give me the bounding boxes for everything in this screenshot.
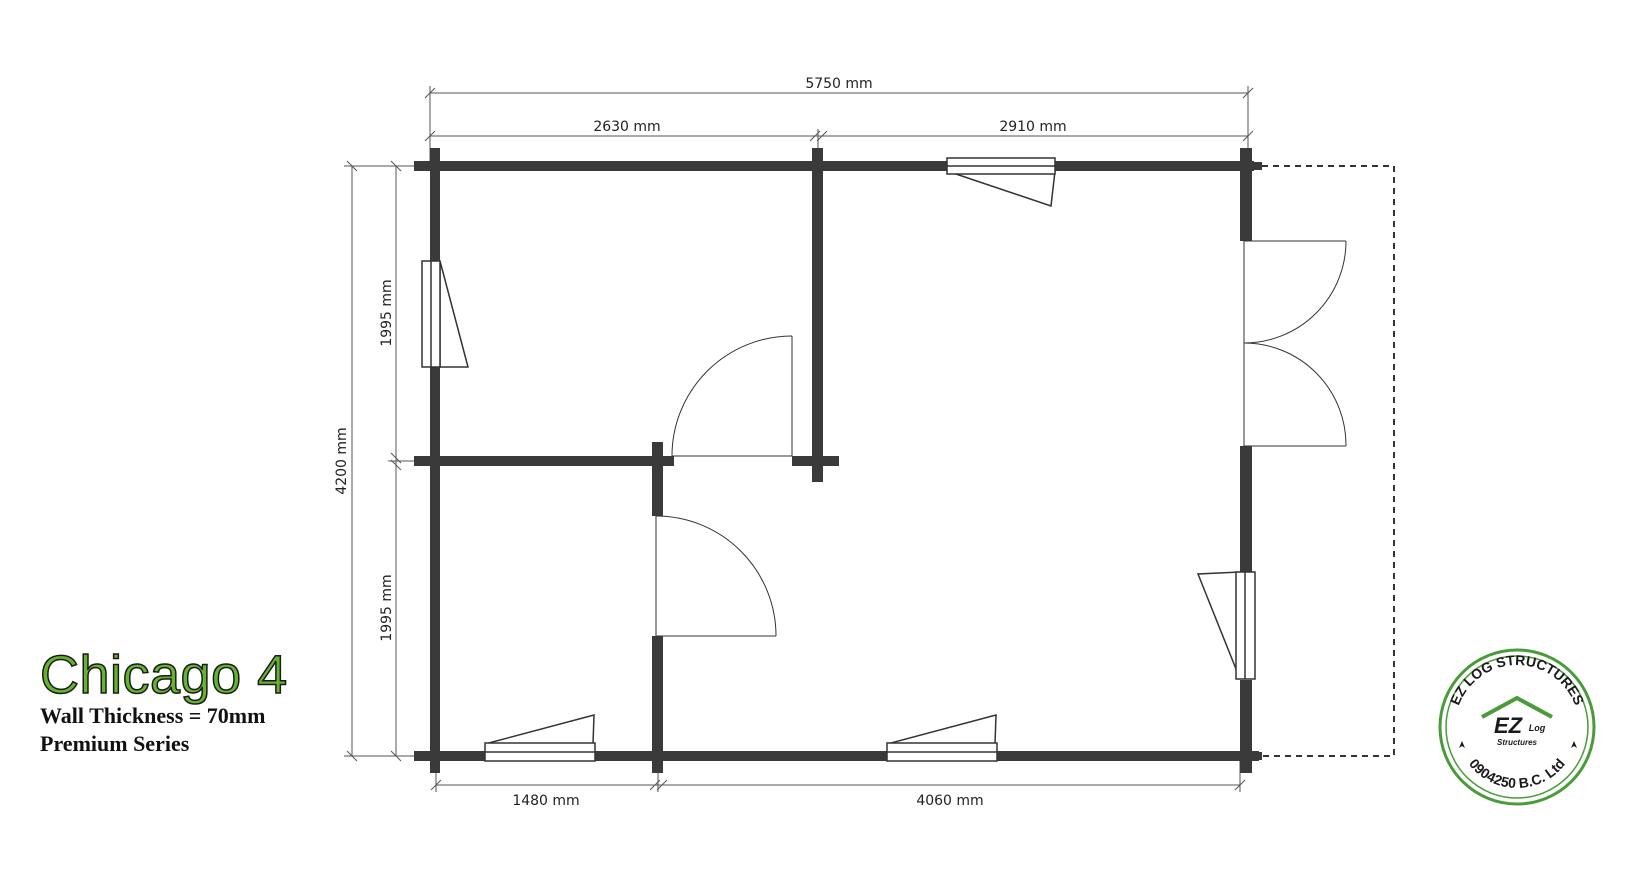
bottom-left-window-swing <box>484 714 595 745</box>
title-block: Chicago 4 Wall Thickness = 70mm Premium … <box>39 645 288 758</box>
logo-log: Log <box>1529 723 1546 733</box>
dimension-lines <box>344 86 1254 792</box>
wall-thickness-label: Wall Thickness = 70mm <box>40 703 266 728</box>
plan-title: Chicago 4 <box>39 645 288 705</box>
dim-overall-width: 5750 mm <box>805 76 872 92</box>
dim-bottom-left-width: 1480 mm <box>512 793 579 809</box>
dim-lower-room-depth: 1995 mm <box>379 574 395 641</box>
doors <box>655 240 1347 637</box>
bottom-right-window-swing <box>886 714 997 745</box>
maple-leaf-right-icon <box>1571 741 1577 748</box>
double-entry-doors <box>1243 240 1347 447</box>
dim-overall-depth: 4200 mm <box>334 427 350 494</box>
terrace-outline <box>1262 165 1395 757</box>
dim-room-right-width: 2910 mm <box>999 119 1066 135</box>
dim-room-left-width: 2630 mm <box>593 119 660 135</box>
logo-ez: EZ <box>1494 713 1524 738</box>
walls <box>414 148 1262 773</box>
lower-interior-door <box>655 515 777 637</box>
dim-bottom-right-width: 4060 mm <box>916 793 983 809</box>
company-logo: EZ LOG STRUCTURES 0904250 B.C. Ltd EZ Lo… <box>1438 648 1596 806</box>
right-window-swing <box>1196 571 1241 680</box>
dim-upper-room-depth: 1995 mm <box>379 279 395 346</box>
windows <box>421 157 1256 762</box>
logo-roof-icon <box>1481 695 1553 719</box>
top-window-swing <box>946 170 1056 208</box>
maple-leaf-left-icon <box>1459 741 1465 748</box>
series-label: Premium Series <box>40 731 190 756</box>
logo-structures: Structures <box>1497 738 1538 747</box>
left-window-swing <box>439 260 469 368</box>
upper-interior-door <box>671 335 793 457</box>
